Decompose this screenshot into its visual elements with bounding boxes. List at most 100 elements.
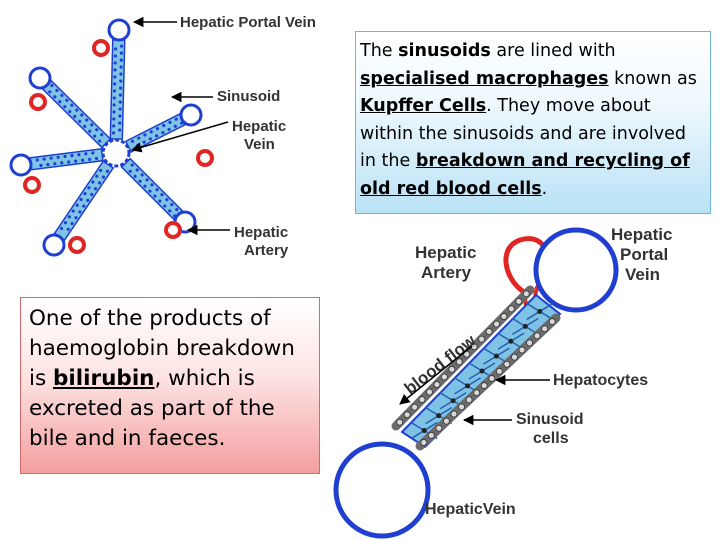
- sinusoid-cell-dot: [87, 186, 91, 190]
- hepatocyte-rows: [391, 285, 561, 451]
- hepatocyte-cell: [473, 389, 481, 397]
- sinusoid-cell-dot: [66, 227, 70, 231]
- sinusoid-cell-dot: [143, 133, 147, 137]
- sinusoid-cell-dot: [60, 161, 64, 165]
- sinusoid-cell-nucleus: [493, 353, 499, 359]
- sinusoid-cell-dot: [53, 95, 57, 99]
- sinusoid-cell-dot: [90, 123, 94, 127]
- sinusoid-cell-dot: [111, 131, 116, 135]
- portal-vein-branch: [107, 18, 131, 42]
- sinusoid-spoke-body: [109, 39, 126, 140]
- hepatocyte-cell: [493, 320, 500, 328]
- sinusoid-cell-dot: [113, 82, 117, 86]
- sinusoid-cell-dot: [53, 162, 57, 166]
- sinusoid-cell-dot: [65, 98, 69, 102]
- sinusoid-cell-dot: [82, 204, 86, 208]
- sinusoid-cell-dot: [86, 198, 90, 202]
- label-hepatic-vein-1: Hepatic: [232, 118, 286, 135]
- sinusoid-cell-dot: [68, 109, 72, 114]
- sinusoid-cell-dot: [118, 121, 122, 125]
- hepatocyte-cell: [500, 313, 508, 320]
- sinusoid-cell-dot: [168, 209, 172, 213]
- sinusoid-cell-dot: [87, 157, 92, 161]
- sinusoid-cell-dot: [95, 128, 99, 132]
- hepatocyte-cell: [427, 431, 435, 439]
- sinusoid-cell-dot: [137, 136, 141, 140]
- hepatic-artery-branch: [196, 149, 214, 167]
- sinusoid-cell-dot: [148, 189, 152, 193]
- arrow-hepatic-vein: [130, 121, 229, 153]
- sinusoid-cell-dot: [112, 110, 116, 114]
- sinusoid-cell-dot: [91, 180, 95, 184]
- sinusoid-cell-dot: [113, 61, 117, 65]
- kupffer-text-5: known as: [608, 68, 697, 89]
- hepatocyte-cell: [511, 353, 518, 361]
- sinusoid-cell-dot: [75, 108, 79, 112]
- sinusoid-spoke: [41, 79, 112, 149]
- sinusoid-cell-dot: [150, 183, 154, 187]
- hepatocyte-cell: [488, 375, 496, 382]
- sinusoid-cell-dot: [67, 160, 71, 164]
- hepatic-artery-branch: [29, 93, 47, 111]
- sinusoid-cell-dot: [168, 120, 172, 124]
- sinusoid-cell-dot: [93, 134, 97, 138]
- hepatic-portal-vein-vessel: [533, 227, 619, 313]
- sinusoid-cell-dot: [118, 100, 122, 104]
- sinusoid-cell-dot: [71, 209, 75, 213]
- label-r-hepatic-artery-1: Hepatic: [415, 243, 476, 262]
- sinusoid-cell-dot: [117, 128, 122, 132]
- sinusoid-cell-dot: [74, 159, 78, 163]
- label-r-portal-vein-1: Hepatic: [611, 225, 672, 244]
- sinusoid-cell-nucleus: [421, 428, 427, 434]
- label-hepatic-artery-2: Artery: [244, 242, 289, 259]
- central-hepatic-vein: [101, 138, 131, 168]
- sinusoid-cell-dot: [161, 131, 165, 135]
- sinusoid-cell-dot: [175, 207, 179, 212]
- sinusoid-spoke: [120, 157, 184, 221]
- hepatocyte-cell: [426, 388, 433, 396]
- hepatocyte-cell: [458, 403, 465, 411]
- sinusoid-spoke: [124, 113, 186, 154]
- kupffer-cells-info-box: The sinusoids are lined with specialised…: [355, 31, 711, 214]
- hepatocyte-cell: [463, 350, 471, 358]
- sinusoid-diagram: Hepatic Artery Hepatic Portal Vein blood…: [333, 225, 672, 539]
- label-sinusoid-cells-2: cells: [533, 430, 569, 447]
- sinusoid-cell-dot: [162, 123, 166, 128]
- sinusoid-cell-dot: [105, 169, 109, 173]
- hepatic-artery-branch: [68, 236, 86, 254]
- sinusoid-cell-dot: [155, 134, 159, 138]
- vessel-ends: [9, 18, 214, 257]
- sinusoid-cell-dot: [119, 58, 123, 62]
- sinusoid-cell-dot: [119, 72, 123, 76]
- sinusoid-cell-dot: [155, 188, 159, 192]
- sinusoid-cell-dot: [119, 79, 123, 83]
- label-hepatocytes: Hepatocytes: [553, 372, 648, 389]
- sinusoid-cell-dot: [153, 194, 157, 198]
- portal-vein-branch: [9, 153, 33, 177]
- sinusoid-cell-dot: [63, 221, 68, 225]
- hepatocyte-cell: [541, 325, 549, 333]
- sinusoid-cell-dot: [133, 174, 137, 178]
- kupffer-text-7: . They move about within the sinusoids a…: [360, 96, 687, 171]
- sinusoid-cell-dot: [58, 100, 62, 104]
- sinusoid-cell-dot: [79, 197, 83, 202]
- sinusoid-cell-dot: [130, 163, 134, 167]
- sinusoid-cell-dot: [118, 107, 122, 111]
- sinusoid-cell-dot: [112, 117, 116, 121]
- hepatocyte-cell: [433, 381, 441, 388]
- sinusoid-cell-nucleus: [508, 338, 514, 344]
- sinusoid-spoke-body: [120, 157, 184, 221]
- bilirubin-text-3: , which is excreted as part of the bile …: [29, 366, 275, 451]
- sinusoid-cell-dot: [163, 204, 167, 208]
- bilirubin-text-1: One of the products of haemoglobin break…: [29, 306, 295, 391]
- sinusoid-cell-dot: [85, 118, 89, 122]
- sinusoid-cell-dot: [174, 117, 178, 121]
- hepatocyte-cell: [515, 297, 523, 305]
- sinusoid-cell-dot: [94, 156, 99, 161]
- hepatocyte-cell: [480, 382, 488, 389]
- sinusoid-spoke-body: [41, 79, 112, 149]
- hepatocyte-cell: [485, 328, 493, 335]
- sinusoid-cell-dot: [112, 96, 116, 100]
- sinusoid-cell-dot: [120, 44, 124, 48]
